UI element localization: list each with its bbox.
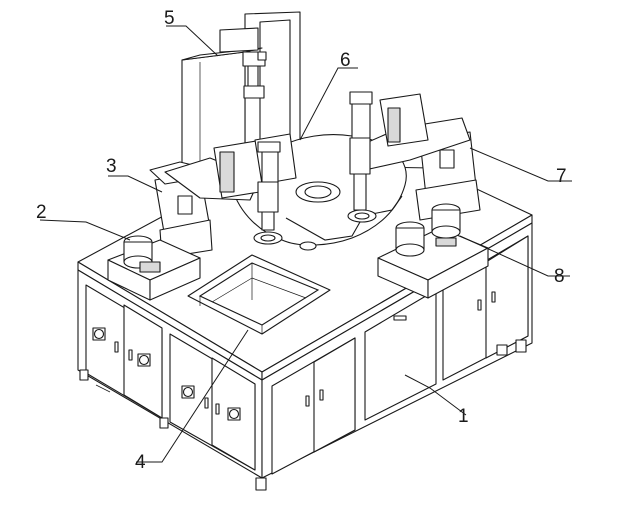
leader-6 [299,67,358,141]
callout-1: 1 [458,406,469,427]
right-cabinet [261,222,533,479]
callout-3: 3 [106,156,117,177]
callout-4: 4 [135,452,146,473]
left-cabinet [77,269,267,491]
rear-column [181,11,301,176]
leader-7 [469,147,572,182]
leader-2 [39,219,131,241]
left-scara-arm [164,133,297,245]
callouts: 1 2 3 4 5 6 7 8 [36,8,567,473]
callout-8: 8 [554,266,565,287]
leader-3 [108,175,163,193]
callout-7: 7 [556,166,567,187]
callout-2: 2 [36,202,47,223]
callout-5: 5 [164,8,175,29]
callout-6: 6 [340,50,351,71]
leader-8 [459,235,570,277]
leader-4 [136,329,249,463]
leader-1 [404,374,467,416]
left-feeder [107,235,201,301]
leader-5 [166,25,219,57]
table-opening [187,254,331,335]
right-scara-arm [347,91,471,223]
leader-lines [39,25,572,463]
right-feeder [377,203,489,299]
